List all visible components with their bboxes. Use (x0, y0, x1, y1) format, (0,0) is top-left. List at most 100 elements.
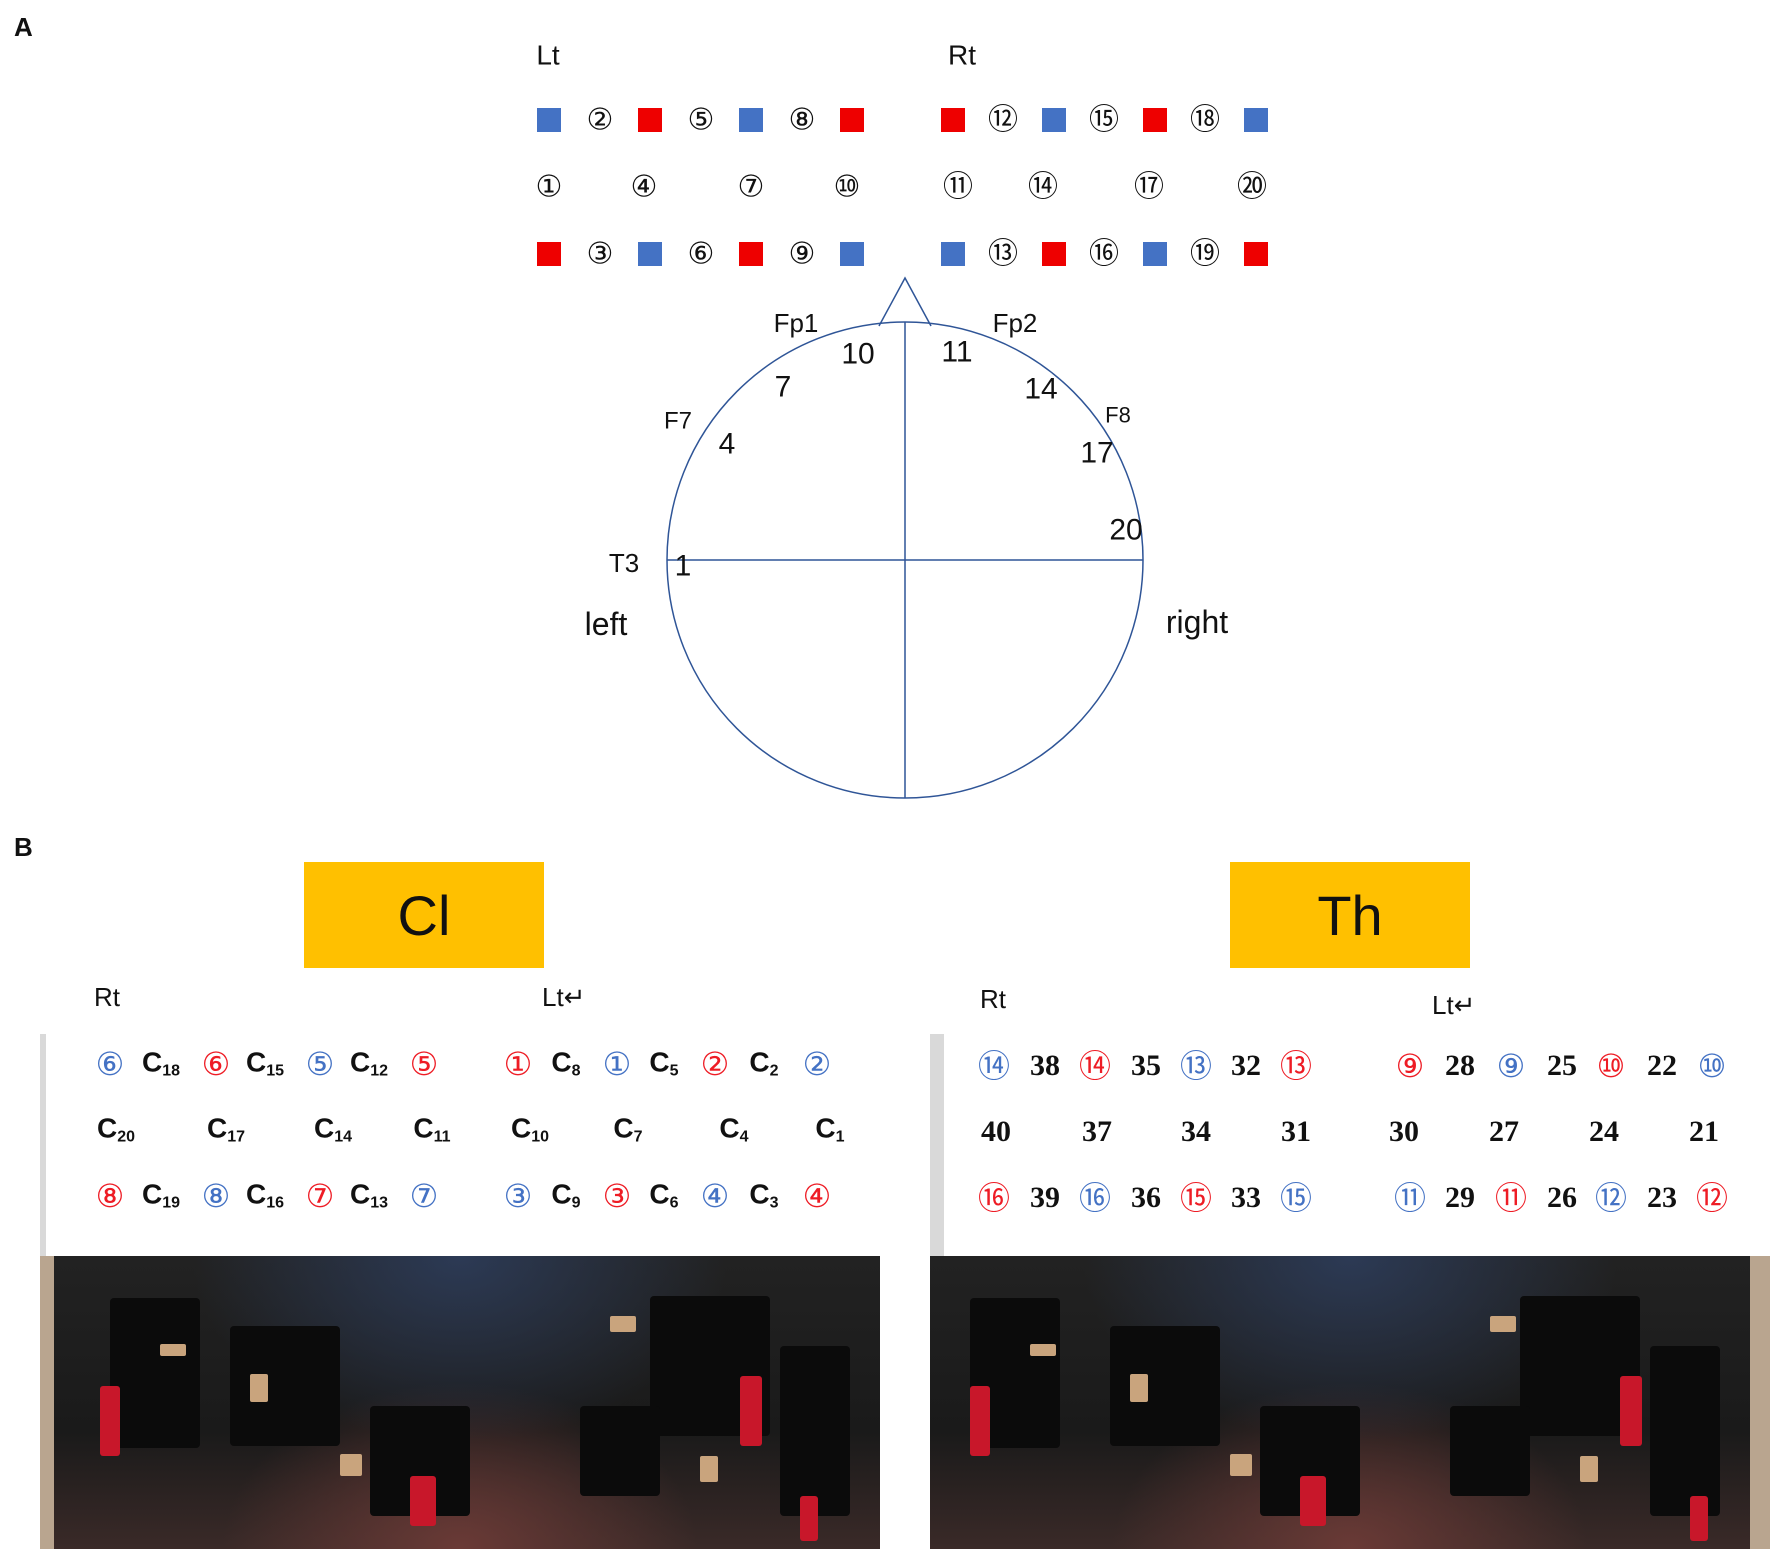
th-optode-blue: ⑮ (1279, 1179, 1313, 1217)
left-bottom-red-optode-marker (739, 242, 763, 266)
cl-channel-label: C5 (649, 1046, 679, 1080)
right-top-channel-number: ⑫ (988, 103, 1018, 138)
th-channel-number: 28 (1445, 1049, 1475, 1082)
cl-channel-label: C12 (349, 1046, 389, 1080)
th-optode-blue: ⑬ (1179, 1047, 1213, 1085)
cl-channel-label: C14 (313, 1112, 353, 1146)
right-top-blue-optode-marker (1042, 108, 1066, 132)
cl-optode-red: ③ (602, 1177, 632, 1215)
th-channel-number: 33 (1231, 1181, 1261, 1214)
left-bottom-channel-number: ⑥ (688, 237, 715, 272)
th-channel-number: 23 (1647, 1181, 1677, 1214)
th-channel-number: 38 (1030, 1049, 1060, 1082)
cl-channel-label: C20 (96, 1112, 136, 1146)
th-channel-number: 35 (1131, 1049, 1161, 1082)
cl-optode-red: ⑧ (95, 1177, 125, 1215)
th-channel-number: 21 (1689, 1115, 1719, 1148)
th-optode-blue: ⑨ (1496, 1047, 1526, 1085)
right-top-red-optode-marker (941, 108, 965, 132)
head-channel-7: 7 (775, 371, 792, 404)
right-top-red-optode-marker (1143, 108, 1167, 132)
left-top-channel-number: ⑧ (789, 103, 816, 138)
cl-banner-text: Cl (397, 883, 451, 947)
cl-channel-label: C7 (613, 1112, 643, 1146)
th-optode-blue: ⑪ (1393, 1179, 1427, 1217)
th-channel-number: 31 (1281, 1115, 1311, 1148)
cl-channel-label: C17 (206, 1112, 246, 1146)
left-top-channel-number: ⑤ (688, 103, 715, 138)
left-top-channel-number: ② (587, 103, 614, 138)
cl-channel-label: C1 (815, 1112, 845, 1146)
cl-optode-blue: ③ (503, 1177, 533, 1215)
landmark-fp1: Fp1 (774, 308, 819, 338)
th-optode-blue: ⑩ (1697, 1047, 1727, 1085)
cl-optode-blue: ⑤ (305, 1045, 335, 1083)
th-probe-photo (930, 1256, 1770, 1549)
cl-optode-blue: ④ (700, 1177, 730, 1215)
rt-label: Rt (948, 40, 976, 71)
right-bottom-channel-number: ⑲ (1190, 237, 1220, 272)
landmark-t3: T3 (609, 548, 639, 578)
th-channel-number: 22 (1647, 1049, 1677, 1082)
th-channel-number: 24 (1589, 1115, 1619, 1148)
landmark-fp2: Fp2 (993, 308, 1038, 338)
th-banner: Th (1230, 862, 1470, 968)
th-channel-number: 34 (1181, 1115, 1211, 1148)
cl-rt-label: Rt (94, 982, 120, 1012)
left-top-blue-optode-marker (537, 108, 561, 132)
head-channel-11: 11 (941, 336, 972, 369)
cl-channel-label: C8 (551, 1046, 581, 1080)
landmark-f8: F8 (1105, 403, 1131, 428)
cl-optode-blue: ① (602, 1045, 632, 1083)
th-optode-red: ⑪ (1494, 1179, 1528, 1217)
left-top-red-optode-marker (840, 108, 864, 132)
cl-channel-label: C2 (749, 1046, 779, 1080)
left-bottom-channel-number: ⑨ (789, 237, 816, 272)
left-middle-channel-number: ⑦ (738, 170, 765, 205)
cl-channel-label: C6 (649, 1178, 679, 1212)
th-optode-blue: ⑫ (1594, 1179, 1628, 1217)
left-middle-channel-number: ④ (631, 170, 658, 205)
th-channel-number: 29 (1445, 1181, 1475, 1214)
cl-optode-red: ⑦ (305, 1177, 335, 1215)
panel-b-letter: B (14, 832, 33, 862)
panel-a-letter: A (14, 12, 33, 42)
cl-optode-red: ① (503, 1045, 533, 1083)
right-bottom-red-optode-marker (1244, 242, 1268, 266)
head-channel-4: 4 (719, 428, 736, 461)
right-middle-channel-number: ⑪ (943, 170, 973, 205)
cl-channel-label: C4 (719, 1112, 749, 1146)
head-channel-1: 1 (675, 550, 692, 583)
th-channel-number: 36 (1131, 1181, 1161, 1214)
right-middle-channel-number: ⑭ (1028, 170, 1058, 205)
head-channel-17: 17 (1080, 437, 1113, 470)
right-top-channel-number: ⑱ (1190, 103, 1220, 138)
right-bottom-blue-optode-marker (1143, 242, 1167, 266)
cl-channel-label: C15 (245, 1046, 285, 1080)
cl-optode-blue: ⑥ (95, 1045, 125, 1083)
right-bottom-channel-number: ⑬ (988, 237, 1018, 272)
right-middle-channel-number: ⑰ (1134, 170, 1164, 205)
th-channel-number: 25 (1547, 1049, 1577, 1082)
cl-optode-blue: ② (802, 1045, 832, 1083)
left-bottom-blue-optode-marker (840, 242, 864, 266)
left-bottom-blue-optode-marker (638, 242, 662, 266)
cl-channel-label: C18 (141, 1046, 181, 1080)
th-channel-number: 27 (1489, 1115, 1519, 1148)
cl-probe-photo (40, 1256, 880, 1549)
th-optode-red: ⑯ (977, 1179, 1011, 1217)
left-bottom-channel-number: ③ (587, 237, 614, 272)
head-channel-14: 14 (1024, 373, 1057, 406)
th-channel-number: 32 (1231, 1049, 1261, 1082)
lt-label: Lt (536, 40, 560, 71)
head-channel-20: 20 (1109, 514, 1142, 547)
right-middle-channel-number: ⑳ (1237, 170, 1267, 205)
th-channel-number: 30 (1389, 1115, 1419, 1148)
side-right-label: right (1166, 604, 1228, 640)
landmark-f7: F7 (664, 408, 692, 435)
